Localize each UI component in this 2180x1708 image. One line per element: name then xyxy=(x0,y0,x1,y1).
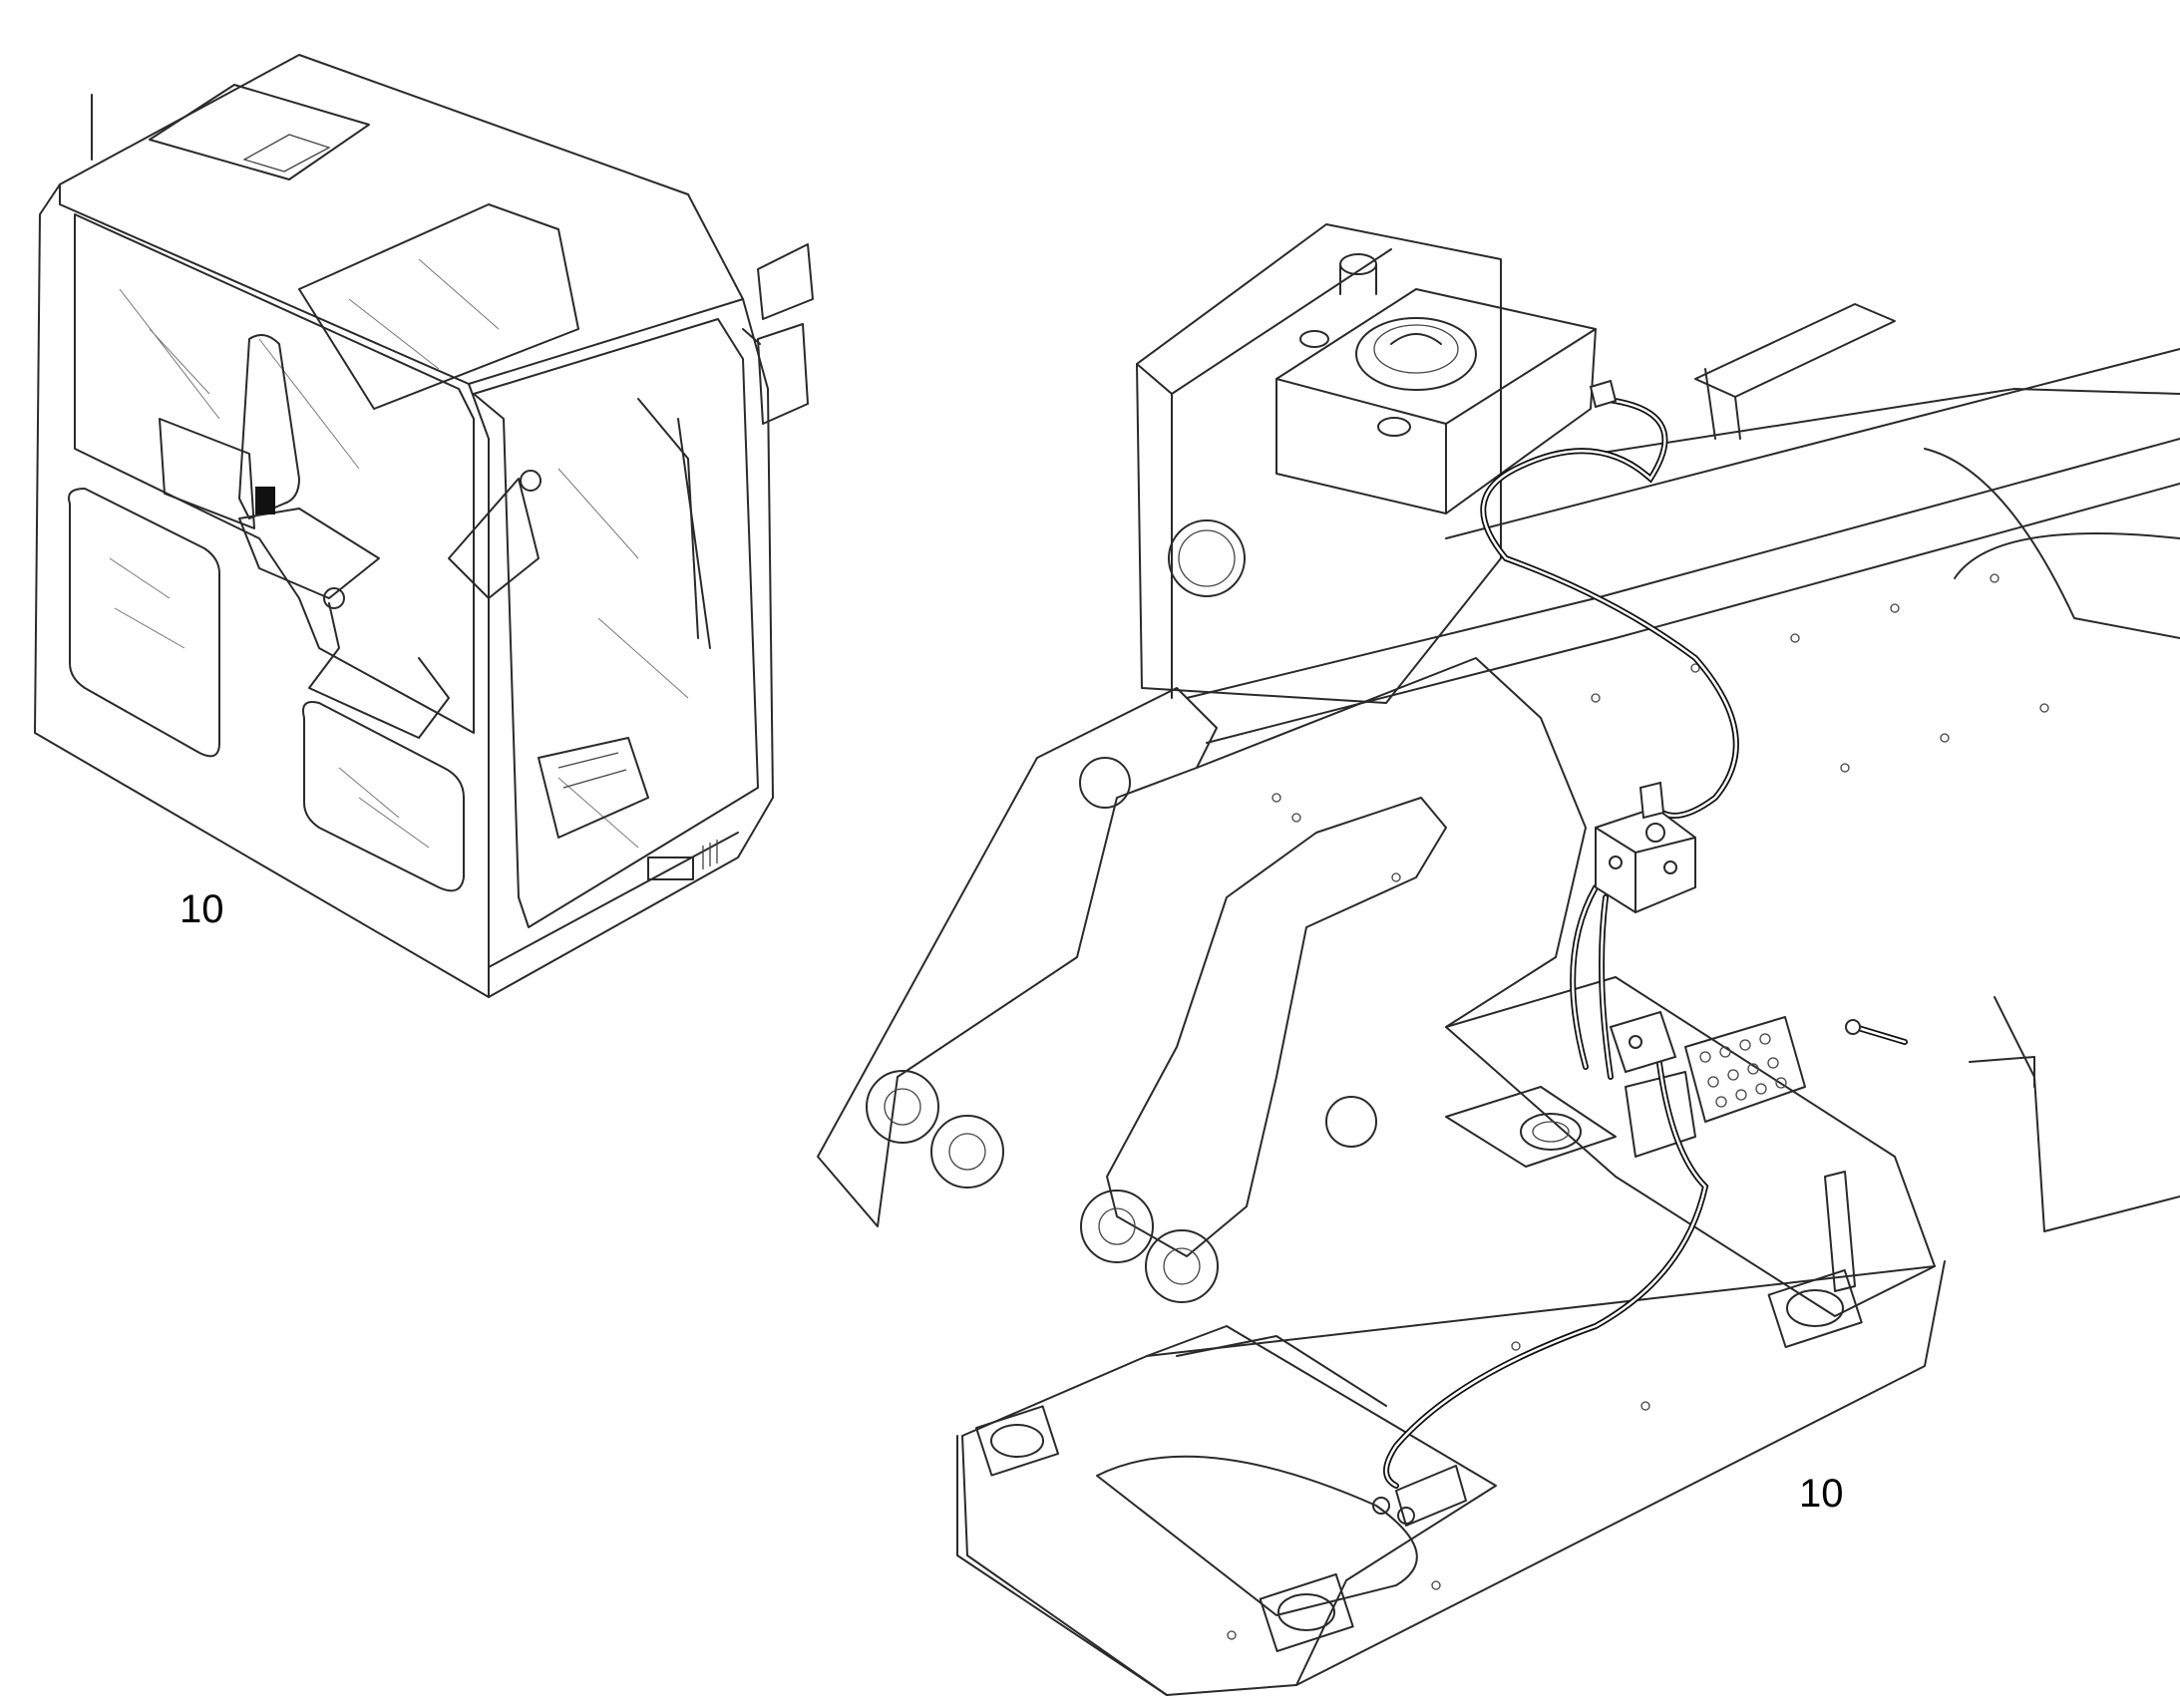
left-joystick xyxy=(323,587,345,609)
control-valve-manifold xyxy=(1684,1016,1806,1123)
frame-rear-right xyxy=(1994,996,2180,1232)
supply-hose xyxy=(1480,396,1739,819)
hydraulic-hose-assembly xyxy=(1383,379,1908,1489)
right-console xyxy=(448,478,540,599)
rear-side-window xyxy=(68,488,220,758)
label-sticker xyxy=(255,487,275,514)
callout-cab: 10 xyxy=(180,887,224,931)
right-joystick xyxy=(520,470,542,492)
travel-pedals xyxy=(538,737,649,839)
roof-window xyxy=(298,203,579,410)
left-console xyxy=(308,602,450,739)
operator-cab xyxy=(34,54,814,998)
pin-hole xyxy=(1079,757,1131,809)
serial-plate xyxy=(647,856,694,880)
tank-fitting xyxy=(1589,379,1618,409)
door-lower-window xyxy=(302,701,465,892)
lower-fitting xyxy=(1395,1465,1467,1527)
fuel-tank xyxy=(1275,288,1597,514)
cab-roof xyxy=(59,54,744,385)
callout-frame: 10 xyxy=(1799,1472,1844,1516)
side-panel xyxy=(159,418,255,529)
roof-hatch xyxy=(149,84,370,180)
corner-mount-left xyxy=(974,1405,1060,1477)
wiper-arm xyxy=(637,398,699,639)
boom-bracket-right xyxy=(1106,797,1447,1257)
corner-mount-front xyxy=(1259,1572,1354,1652)
corner-mount-right xyxy=(1767,1268,1863,1348)
side-glass xyxy=(74,213,475,734)
hydraulic-tank xyxy=(1136,223,1502,704)
filler-cap xyxy=(1355,317,1477,391)
valve-lower xyxy=(1609,1010,1677,1074)
cab-front xyxy=(488,298,774,998)
mounting-strip xyxy=(1824,1171,1856,1292)
front-windscreen xyxy=(473,318,759,928)
return-hose xyxy=(1383,1024,1709,1489)
operator-seat xyxy=(238,334,300,519)
upper-frame xyxy=(817,223,2180,1696)
swing-motor-mount xyxy=(1445,1086,1617,1168)
valve-fitting-top xyxy=(1638,781,1665,820)
cab-left-side xyxy=(34,183,490,998)
inspection-cover xyxy=(1168,519,1246,597)
boom-bracket-left xyxy=(817,687,1218,1227)
lower-platform xyxy=(961,1325,1497,1696)
side-mirror xyxy=(757,323,809,425)
